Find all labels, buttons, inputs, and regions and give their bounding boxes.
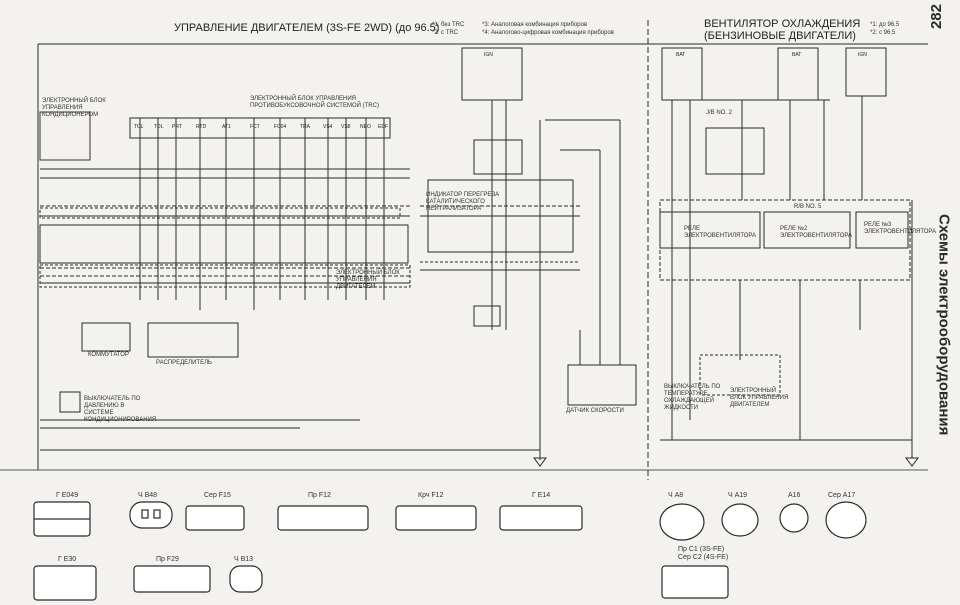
connector-b13-label: Ч B13 [234, 556, 254, 563]
connector-f15-label: Сер F15 [204, 492, 231, 499]
connector-e8-49-icon [33, 501, 91, 537]
pin-label-tcl: TCL [134, 124, 144, 130]
connector-a16-icon [779, 503, 809, 533]
connector-b13-icon [229, 565, 263, 593]
pin-label-tdl: TDL [154, 124, 164, 130]
connector-f12a-label: Пр F12 [308, 492, 331, 499]
connector-f12b-icon [395, 505, 477, 531]
fan-relay-1-label: РЕЛЕ ЭЛЕКТРОВЕНТИЛЯТОРА [684, 226, 756, 239]
pin-label-neo: NEO [360, 124, 371, 130]
pressure-switch-label: ВЫКЛЮЧАТЕЛЬ ПО ДАВЛЕНИЮ В СИСТЕМЕ КОНДИЦ… [84, 396, 157, 423]
connector-f29-icon [133, 565, 211, 593]
connector-e30-icon [33, 565, 97, 601]
side-strip: 282 Схемы электрооборудования [928, 0, 960, 605]
speed-sensor-label: ДАТЧИК СКОРОСТИ [566, 408, 624, 414]
connector-a19-icon [721, 503, 759, 537]
distributor-label: РАСПРЕДЕЛИТЕЛЬ [156, 360, 212, 366]
ecu-pin-labels: TCL TDL PRT RTD AT1 FCT FC04 TRA VS4 VS8… [134, 124, 388, 130]
fan-relay-2-label: РЕЛЕ №2 ЭЛЕКТРОВЕНТИЛЯТОРА [780, 226, 852, 239]
connector-f15-icon [185, 505, 245, 531]
connector-a19-label: Ч A19 [728, 492, 748, 499]
fuse-bat2-label: BAT [792, 52, 801, 58]
engine-ecu-label: ЭЛЕКТРОННЫЙ БЛОК УПРАВЛЕНИЯ ДВИГАТЕЛЕМ [336, 270, 400, 290]
fan-relay-3-label: РЕЛЕ №3 ЭЛЕКТРОВЕНТИЛЯТОРА [864, 222, 936, 235]
pin-label-at1: AT1 [222, 124, 231, 130]
connector-pictograms [33, 501, 867, 601]
right-note-1: *1: до 96.5 [870, 22, 900, 28]
connector-c1-label: Пр C1 (3S-FE) Сер C2 (4S-FE) [678, 546, 729, 561]
left-note-1: *1: без TRC [432, 22, 465, 28]
right-section-title-1: ВЕНТИЛЯТОР ОХЛАЖДЕНИЯ [704, 18, 861, 30]
connector-e8-49-label: Г E049 [56, 492, 79, 499]
pin-label-vs8: VS8 [341, 124, 351, 130]
jb-no2-label: J/B NO. 2 [706, 110, 733, 116]
connector-c1-icon [661, 565, 729, 599]
trc-ecu-label: ЭЛЕКТРОННЫЙ БЛОК УПРАВЛЕНИЯ ПРОТИВОБУКСО… [250, 96, 379, 109]
connector-a8-icon [659, 503, 705, 541]
chapter-title: Схемы электрооборудования [935, 214, 953, 436]
connector-a8-label: Ч A8 [668, 492, 684, 499]
page-number: 282 [928, 4, 945, 30]
left-note-3: *3: Аналоговая комбинация приборов [482, 22, 588, 28]
ac-ecu-label: ЭЛЕКТРОННЫЙ БЛОК УПРАВЛЕНИЯ КОНДИЦИОНЕРО… [42, 98, 106, 118]
connector-a16-label: A16 [788, 492, 801, 499]
connector-e30-label: Г E30 [58, 556, 77, 563]
connector-e14-label: Г E14 [532, 492, 551, 499]
fuse-bat1-label: BAT [676, 52, 685, 58]
right-note-2: *2: с 96.5 [870, 30, 896, 36]
connector-a17-label: Сер A17 [828, 492, 856, 499]
right-section-title-2: (БЕНЗИНОВЫЕ ДВИГАТЕЛИ) [704, 30, 856, 42]
wiring-schematic: TCL TDL PRT RTD AT1 FCT FC04 TRA VS4 VS8… [0, 20, 928, 601]
left-note-4: *4: Аналогово-цифровая комбинация прибор… [482, 30, 614, 36]
connector-f29-label: Пр F29 [156, 556, 179, 563]
engine-ecu-right-label: ЭЛЕКТРОННЫЙ БЛОК УПРАВЛЕНИЯ ДВИГАТЕЛЕМ [730, 388, 789, 408]
left-note-2: *2: с TRC [432, 30, 459, 36]
connector-b48-label: Ч B48 [138, 492, 158, 499]
connector-a17-icon [825, 501, 867, 539]
coolant-temp-label: ВЫКЛЮЧАТЕЛЬ ПО ТЕМПЕРАТУРЕ ОХЛАЖДАЮЩЕЙ Ж… [664, 384, 721, 411]
pin-label-prt: PRT [172, 124, 182, 130]
pin-label-rtd: RTD [196, 124, 207, 130]
pin-label-edf: EDF [378, 124, 388, 130]
fuse-ig2-label: IGN [858, 52, 867, 58]
pin-label-vs4: VS4 [323, 124, 333, 130]
commutator-label: КОММУТАТОР [88, 352, 129, 358]
connector-e14-icon [499, 505, 583, 531]
pin-label-fc04: FC04 [274, 124, 286, 130]
connector-f12b-label: Крч F12 [418, 492, 444, 499]
pin-label-tra: TRA [300, 124, 311, 130]
connector-f12a-icon [277, 505, 369, 531]
connector-b48-icon [129, 501, 173, 529]
fuse-ig1-label: IGN [484, 52, 493, 58]
left-section-title: УПРАВЛЕНИЕ ДВИГАТЕЛЕМ (3S-FE 2WD) (до 96… [174, 22, 440, 34]
relay-block-label: R/B NO. 5 [794, 204, 822, 210]
pin-label-fct: FCT [250, 124, 260, 130]
overheat-indicator-label: ИНДИКАТОР ПЕРЕГРЕВА КАТАЛИТИЧЕСКОГО НЕЙТ… [426, 192, 500, 212]
